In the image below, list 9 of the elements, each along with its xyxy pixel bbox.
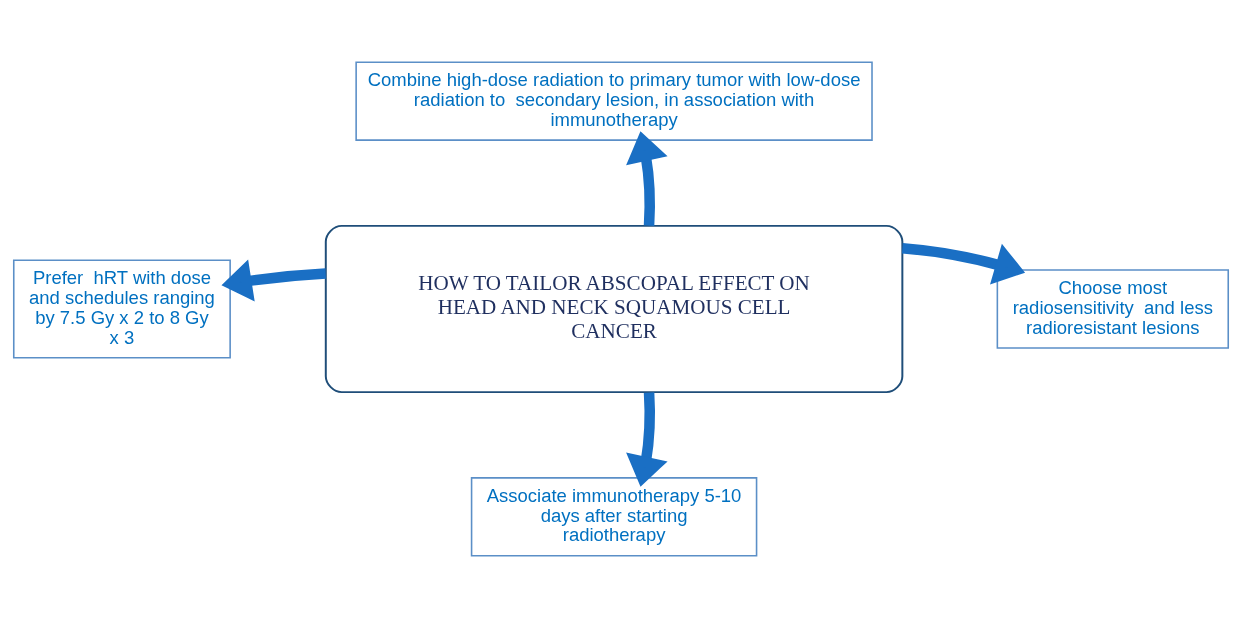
node-box: Associate immunotherapy 5-10 days after starting radiotherapy xyxy=(470,477,758,557)
arrow xyxy=(221,259,326,302)
node-box: Combine high-dose radiation to primary tumor with low-dose radiation to secondary lesion, in association with immunotherapy xyxy=(355,61,873,141)
arrow xyxy=(626,392,668,487)
node-box: HOW TO TAILOR ABSCOPAL EFFECT ON HEAD AND NECK SQUAMOUS CELL CANCER xyxy=(324,224,904,394)
arrow xyxy=(901,242,1026,285)
arrow xyxy=(626,131,668,226)
node-box: Prefer hRT with dose and schedules ranging by 7.5 Gy x 2 to 8 Gy x 3 xyxy=(12,259,231,359)
node-box: Choose most radiosensitivity and less radioresistant lesions xyxy=(996,269,1230,349)
